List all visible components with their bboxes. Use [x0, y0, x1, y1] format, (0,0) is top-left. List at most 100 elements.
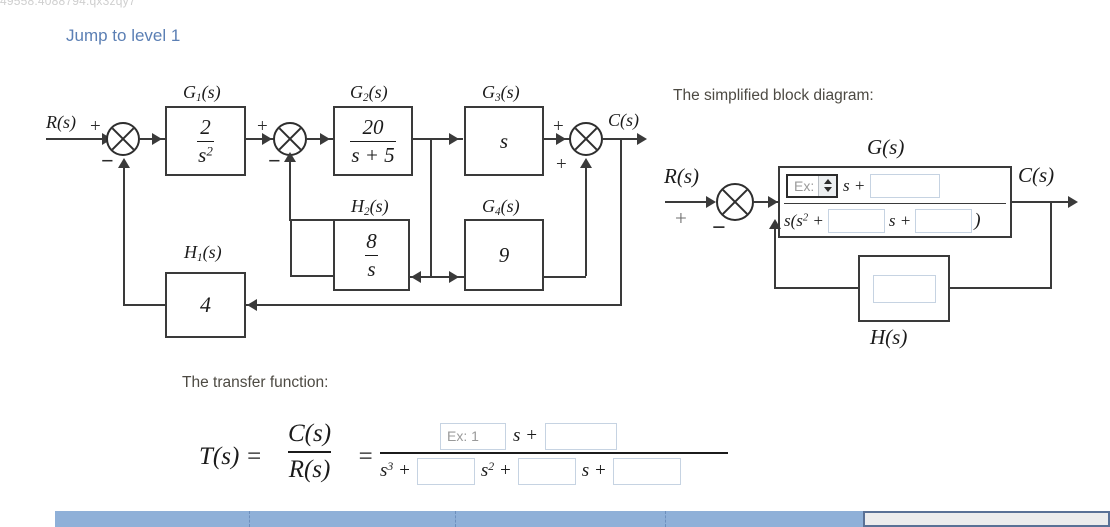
wire-g2-node: [413, 138, 463, 141]
h1-sub: 1: [197, 252, 203, 265]
g3-sub: 3: [495, 92, 501, 105]
g2-numerator: 20: [362, 115, 384, 140]
g3-value: s: [499, 128, 509, 153]
arrow-g3-sum3: [556, 133, 566, 145]
arrow-sim-fb-sum: [769, 219, 781, 229]
ratio-denominator: R(s): [288, 456, 331, 483]
arrow-g1-sum2: [262, 133, 272, 145]
spinner-up-icon[interactable]: [823, 179, 832, 184]
output-label-cs: C(s): [608, 110, 639, 130]
block-label-g2: G2(s): [350, 82, 388, 105]
arrow-h2-sum2: [284, 152, 296, 162]
g4-value: 9: [498, 242, 510, 267]
tf-denominator-term-s: s +: [581, 460, 607, 481]
progress-segment-2[interactable]: [250, 511, 456, 527]
tf-numerator-const-input[interactable]: [544, 422, 617, 450]
wire-sim-sum-g: [754, 201, 780, 204]
sim-sum-sign-minus: −: [712, 215, 726, 241]
block-g2: 20 s + 5: [333, 106, 413, 176]
original-block-diagram: R(s) + − G1(s) 2 s2 + − G2(s) 20 s + 5: [0, 0, 660, 360]
g1-base: G: [183, 82, 196, 102]
wire-input: [46, 138, 104, 141]
forward-path-label: G(s): [867, 135, 905, 159]
wire-sim-fb-right: [950, 287, 1052, 290]
wire-node-h2: [410, 276, 432, 279]
arrow-sum1-g1: [152, 133, 162, 145]
block-label-h2: H2(s): [351, 196, 389, 219]
progress-segment-3[interactable]: [456, 511, 666, 527]
tf-denominator-lead: s3 +: [380, 460, 411, 481]
simplified-prompt: The simplified block diagram:: [673, 87, 874, 104]
spinner-down-icon[interactable]: [823, 187, 832, 192]
sum3-sign-plus-top: +: [553, 116, 564, 137]
block-label-g4: G4(s): [482, 196, 520, 219]
g-denominator-c-input[interactable]: [915, 208, 973, 233]
progress-segment-5-current[interactable]: [863, 511, 1110, 527]
block-g1: 2 s2: [165, 106, 246, 176]
progress-segment-1[interactable]: [55, 511, 250, 527]
simplified-output-label: C(s): [1018, 163, 1055, 187]
ratio-numerator: C(s): [288, 420, 332, 447]
wire-outer-fb-left: [246, 304, 622, 307]
input-label-rs: R(s): [46, 112, 76, 132]
g-denominator-b-input[interactable]: [827, 208, 885, 233]
h2-sub: 2: [364, 206, 370, 219]
wire-sim-fb-left: [774, 287, 860, 290]
block-label-g1: G1(s): [183, 82, 221, 105]
wire-sim-output: [1012, 201, 1076, 204]
wire-h1-up: [123, 166, 126, 306]
g-numerator-coef-input[interactable]: Ex: 1: [786, 173, 838, 198]
arrow-sum2-g2: [320, 133, 330, 145]
g3-base: G: [482, 82, 495, 102]
sum2-sign-plus: +: [257, 116, 268, 137]
block-label-h1: H1(s): [184, 242, 222, 265]
sum1-sign-minus: −: [101, 148, 114, 173]
feedback-gain-input[interactable]: [872, 274, 936, 303]
tf-numerator-coef-input[interactable]: Ex: 1: [440, 422, 506, 450]
sum2-sign-minus: −: [268, 148, 281, 173]
h2-base: H: [351, 196, 364, 216]
arrow-output: [637, 133, 647, 145]
transfer-function-lhs: T(s) =: [199, 443, 263, 470]
tf-denominator-a-input[interactable]: [416, 457, 475, 485]
simplified-summing-junction: [716, 183, 754, 221]
g1-numerator: 2: [200, 115, 211, 140]
wire-g1-sum2: [246, 138, 274, 141]
g-denominator-suffix: ): [974, 209, 981, 231]
arrow-outer-fb-h1: [247, 299, 257, 311]
arrow-node-g4: [449, 271, 459, 283]
g-denominator-prefix: s(s2 +: [784, 210, 824, 230]
g-numerator-term-s: s +: [843, 175, 866, 195]
simplified-block-diagram: The simplified block diagram: G(s) R(s) …: [660, 0, 1110, 380]
tf-numerator-term-s: s +: [513, 425, 538, 446]
page-watermark: 49558.4088794.qx3zqy7: [0, 0, 136, 8]
g-denominator-mid: s +: [888, 210, 912, 230]
g4-base: G: [482, 196, 495, 216]
forward-path-block: Ex: 1 s + s(s2 + s + ): [778, 166, 1012, 238]
block-g3: s: [464, 106, 544, 176]
wire-sim-fb-up: [774, 228, 777, 288]
wire-output: [603, 138, 645, 141]
g-numerator-const-input[interactable]: [870, 173, 941, 198]
g4-sub: 4: [495, 206, 501, 219]
tf-denominator-term-s2: s2 +: [480, 460, 512, 481]
wire-h2-left-v: [290, 219, 293, 277]
g1-denominator: s2: [198, 142, 213, 167]
sim-sum-sign-plus: +: [675, 206, 687, 230]
g-fraction-bar: [784, 203, 1006, 204]
block-h2: 8 s: [333, 219, 410, 291]
progress-segment-4[interactable]: [666, 511, 863, 527]
wire-node-vertical: [430, 138, 433, 277]
g2-denominator: s + 5: [351, 142, 395, 167]
transfer-function-prompt: The transfer function:: [182, 374, 329, 391]
arrow-node-g3: [449, 133, 459, 145]
g-numerator-coef-spinner[interactable]: [818, 175, 836, 196]
tf-denominator-b-input[interactable]: [517, 457, 576, 485]
summing-junction-1: [106, 122, 140, 156]
tf-denominator-c-input[interactable]: [612, 457, 681, 485]
transfer-function-equals: =: [357, 443, 374, 470]
sum1-sign-plus: +: [90, 116, 101, 137]
level-progress-bar: [55, 511, 1110, 527]
g2-sub: 2: [363, 92, 369, 105]
arrow-sim-sum-g: [768, 196, 778, 208]
